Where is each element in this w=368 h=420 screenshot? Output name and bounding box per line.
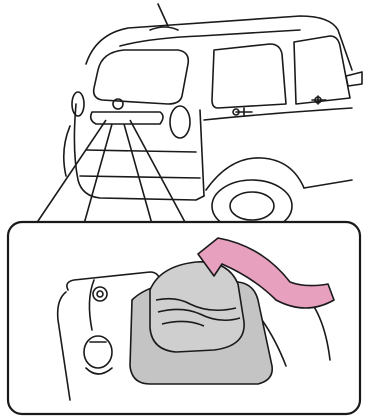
detail-inset xyxy=(8,222,360,414)
figure-caption: car-rear-light-fixture-removal xyxy=(0,0,1,1)
car-body xyxy=(64,4,362,232)
bulb-socket xyxy=(150,262,244,352)
callout-lines xyxy=(36,120,186,224)
